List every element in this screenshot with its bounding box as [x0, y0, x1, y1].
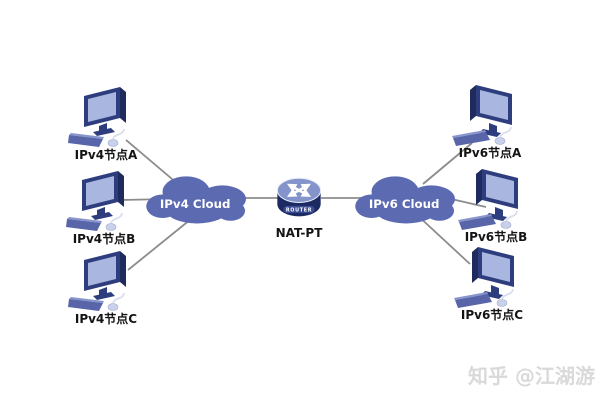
node-label: IPv4节点A: [74, 148, 138, 162]
link-ipv4c-cloud: [127, 214, 197, 271]
node-ipv4-a: IPv4节点A: [64, 84, 148, 163]
computer-icon: [458, 166, 534, 232]
node-label: IPv4节点B: [72, 232, 136, 246]
node-ipv4-c: IPv4节点C: [64, 248, 148, 327]
computer-icon: [68, 84, 144, 150]
router-device-text: ROUTER: [286, 207, 312, 213]
router-arrows-icon: [287, 183, 311, 197]
ipv6-cloud-label: IPv6 Cloud: [369, 197, 440, 211]
node-ipv6-b: IPv6节点B: [454, 166, 538, 245]
computer-icon: [452, 82, 528, 148]
computer-icon: [454, 244, 530, 310]
node-label: IPv6节点B: [464, 230, 528, 244]
node-ipv4-b: IPv4节点B: [62, 168, 146, 247]
router-natpt: ROUTER: [271, 173, 327, 225]
ipv4-cloud-label: IPv4 Cloud: [160, 197, 231, 211]
ipv6-cloud: IPv6 Cloud: [355, 176, 455, 224]
link-cloud-ipv6a: [422, 142, 473, 185]
node-label: IPv6节点A: [458, 146, 522, 160]
watermark: 知乎 @江湖游: [468, 360, 600, 389]
node-label: IPv4节点C: [74, 312, 138, 326]
ipv4-cloud: IPv4 Cloud: [146, 176, 246, 224]
router-label: NAT-PT: [275, 226, 323, 240]
computer-icon: [66, 168, 142, 234]
router-icon: ROUTER: [276, 177, 322, 217]
node-ipv6-a: IPv6节点A: [448, 82, 532, 161]
node-ipv6-c: IPv6节点C: [450, 244, 534, 323]
watermark-text: 知乎 @江湖游: [468, 364, 595, 388]
link-cloud-ipv6c: [415, 213, 471, 265]
computer-icon: [68, 248, 144, 314]
node-label: IPv6节点C: [460, 308, 524, 322]
